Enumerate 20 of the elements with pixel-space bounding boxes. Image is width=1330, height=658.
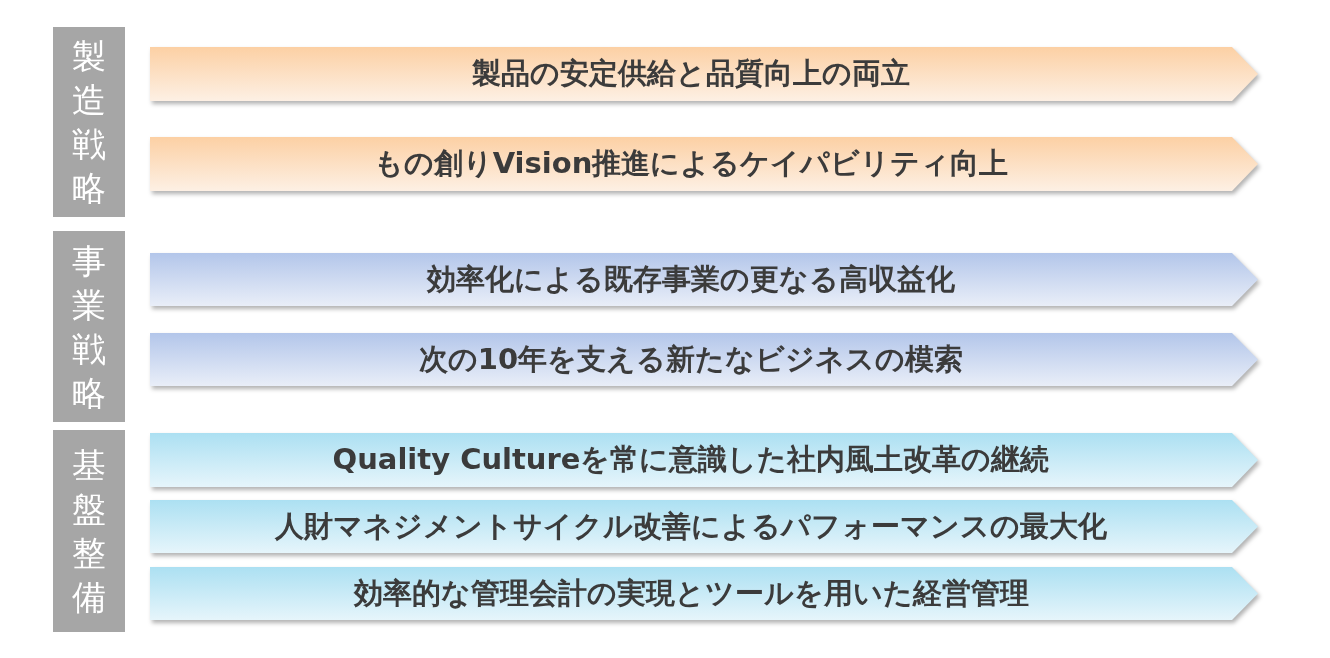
category-bar xyxy=(53,27,125,217)
strategy-text: 次の10年を支える新たなビジネスの模索 xyxy=(418,340,964,378)
arrow-banner xyxy=(150,500,1258,553)
strategy-text: もの創りVision推進によるケイパビリティ向上 xyxy=(373,145,1009,182)
arrow-banner xyxy=(150,567,1258,620)
category-label: 基盤整備 xyxy=(71,444,107,619)
strategy-text: 効率的な管理会計の実現とツールを用いた経営管理 xyxy=(353,574,1029,612)
category-bar xyxy=(53,430,125,632)
arrow-banner xyxy=(150,433,1258,487)
category-label: 製造戦略 xyxy=(71,35,107,210)
arrow-banner xyxy=(150,253,1258,306)
category-bar xyxy=(53,231,125,422)
strategy-text: 人財マネジメントサイクル改善によるパフォーマンスの最大化 xyxy=(275,507,1107,545)
strategy-text: 製品の安定供給と品質向上の両立 xyxy=(472,55,910,92)
strategy-text: 効率化による既存事業の更なる高収益化 xyxy=(427,260,955,298)
category-label: 事業戦略 xyxy=(71,239,107,415)
arrow-banner xyxy=(150,333,1258,386)
arrow-banner xyxy=(150,137,1258,191)
arrow-banner xyxy=(150,47,1258,101)
strategy-text: Quality Cultureを常に意識した社内風土改革の継続 xyxy=(332,441,1050,478)
